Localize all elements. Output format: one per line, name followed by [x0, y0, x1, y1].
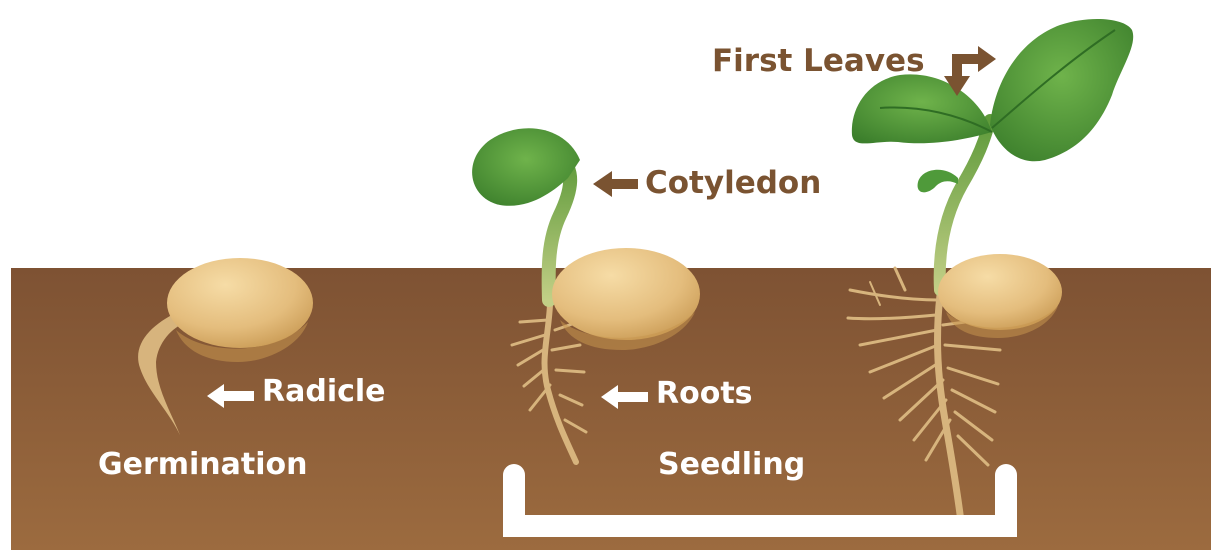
seedling-label: Seedling	[658, 450, 805, 480]
germination-label: Germination	[98, 450, 308, 480]
roots-label: Roots	[656, 379, 753, 409]
first-leaves-label: First Leaves	[712, 46, 925, 77]
right-first-leaf	[990, 19, 1133, 161]
radicle-label: Radicle	[262, 377, 386, 407]
cotyledon-arrow-icon	[593, 171, 638, 197]
cotyledon-label: Cotyledon	[645, 168, 821, 199]
